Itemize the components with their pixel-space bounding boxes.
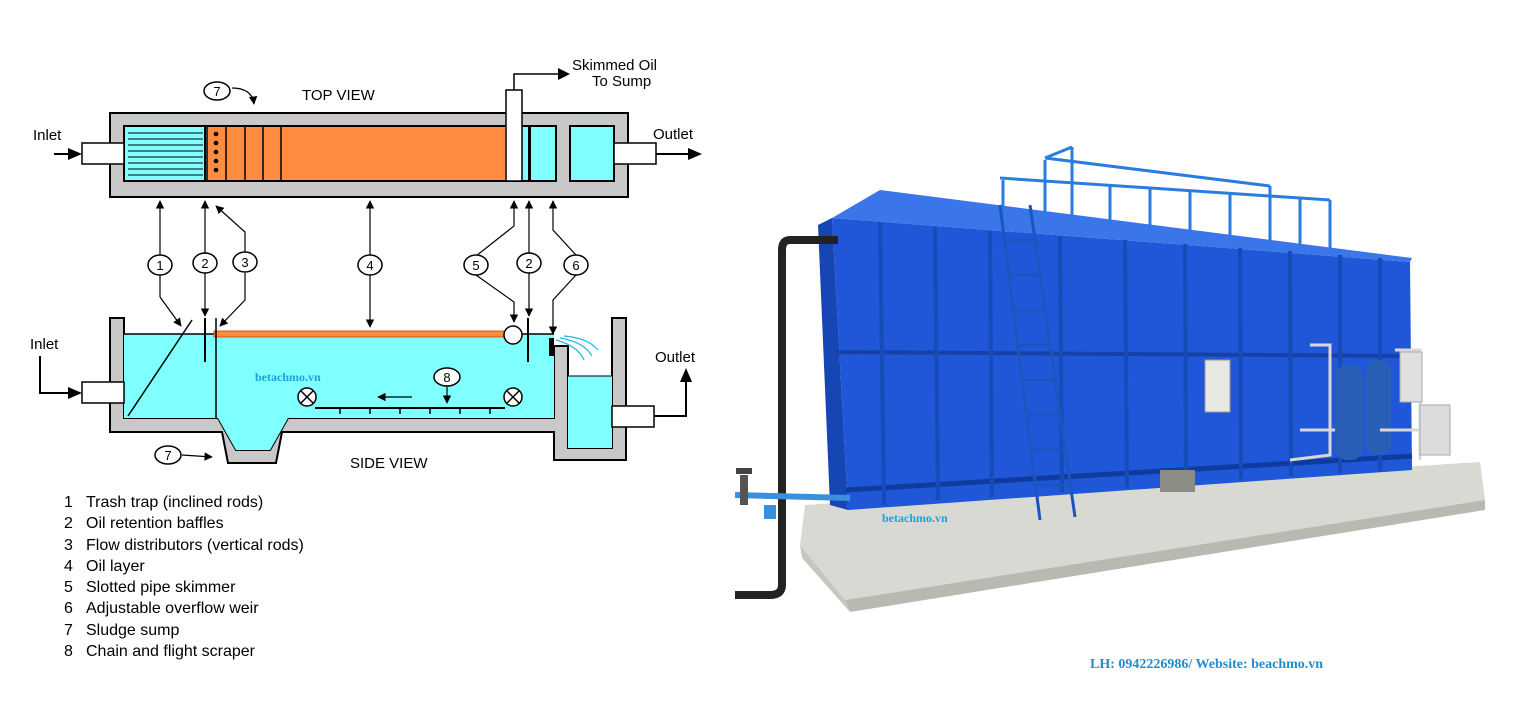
oil-layer-side — [213, 330, 507, 338]
legend-text: Oil retention baffles — [86, 515, 224, 533]
legend-item: 7 Sludge sump — [64, 620, 304, 641]
side-view — [39, 317, 692, 464]
svg-text:6: 6 — [572, 258, 579, 273]
top-view-title: TOP VIEW — [302, 87, 376, 104]
callout-5: 5 — [463, 200, 519, 323]
legend-number: 1 — [64, 494, 73, 511]
legend-number: 4 — [64, 557, 73, 575]
side-view-title: SIDE VIEW — [350, 455, 428, 472]
skimmer-pipe-side — [503, 325, 523, 345]
to-sump-label: To Sump — [592, 73, 651, 90]
legend-item: 4 Oil layer — [64, 556, 304, 577]
skimmer-pipe-top — [505, 89, 523, 182]
legend-text: Oil layer — [86, 557, 145, 575]
callout-2a: 2 — [192, 200, 218, 317]
oil-zone-top — [207, 127, 505, 180]
legend-item: 3 Flow distributors (vertical rods) — [64, 535, 304, 556]
callout-2b: 2 — [516, 200, 542, 317]
watermark-left: betachmo.vn — [255, 370, 321, 384]
svg-text:2: 2 — [525, 256, 532, 271]
svg-text:5: 5 — [472, 258, 479, 273]
inlet-side-label: Inlet — [30, 336, 59, 353]
legend-number: 2 — [64, 515, 73, 533]
trash-trap-lines — [128, 132, 203, 176]
legend-text: Chain and flight scraper — [86, 643, 255, 661]
legend-number: 3 — [64, 536, 73, 554]
svg-text:3: 3 — [241, 255, 248, 270]
callout-1: 1 — [147, 200, 182, 327]
flow-distributor-rods — [213, 131, 219, 173]
legend-number: 6 — [64, 600, 73, 618]
legend-text: Flow distributors (vertical rods) — [86, 536, 304, 554]
legend-item: 5 Slotted pipe skimmer — [64, 577, 304, 598]
legend-number: 5 — [64, 579, 73, 597]
inlet-top-label: Inlet — [33, 127, 62, 144]
legend-item: 6 Adjustable overflow weir — [64, 598, 304, 619]
callout-3: 3 — [215, 205, 258, 327]
watermark-photo: betachmo.vn — [882, 511, 948, 525]
contact-footer: LH: 0942226986/ Website: beachmo.vn — [1090, 657, 1324, 672]
top-view — [54, 68, 702, 198]
skimmed-oil-label: Skimmed Oil — [572, 57, 657, 74]
svg-text:8: 8 — [443, 370, 450, 385]
legend-text: Sludge sump — [86, 621, 180, 639]
legend-number: 8 — [64, 643, 73, 661]
callout-sump-side: 7 — [154, 445, 213, 465]
separator-tank-photo — [734, 145, 1485, 612]
callout-8: 8 — [433, 367, 461, 404]
legend-item: 2 Oil retention baffles — [64, 513, 304, 534]
chain-flight-scraper — [297, 387, 523, 414]
legend-item: 8 Chain and flight scraper — [64, 641, 304, 662]
legend-text: Slotted pipe skimmer — [86, 579, 236, 597]
outlet-top-label: Outlet — [653, 126, 694, 143]
callout-4: 4 — [357, 200, 383, 328]
outlet-side-label: Outlet — [655, 349, 696, 366]
callout-sump-top: 7 — [203, 81, 258, 105]
svg-text:7: 7 — [213, 84, 220, 99]
callout-6: 6 — [548, 200, 589, 335]
legend-item: 1 Trash trap (inclined rods) — [64, 492, 304, 513]
overflow-weir — [549, 338, 554, 356]
svg-text:2: 2 — [201, 256, 208, 271]
legend-list: 1 Trash trap (inclined rods) 2 Oil retenti… — [64, 492, 304, 662]
legend-text: Adjustable overflow weir — [86, 600, 259, 618]
legend-text: Trash trap (inclined rods) — [86, 494, 264, 511]
svg-text:4: 4 — [366, 258, 373, 273]
svg-text:1: 1 — [156, 258, 163, 273]
legend-number: 7 — [64, 621, 73, 639]
svg-text:7: 7 — [164, 448, 171, 463]
